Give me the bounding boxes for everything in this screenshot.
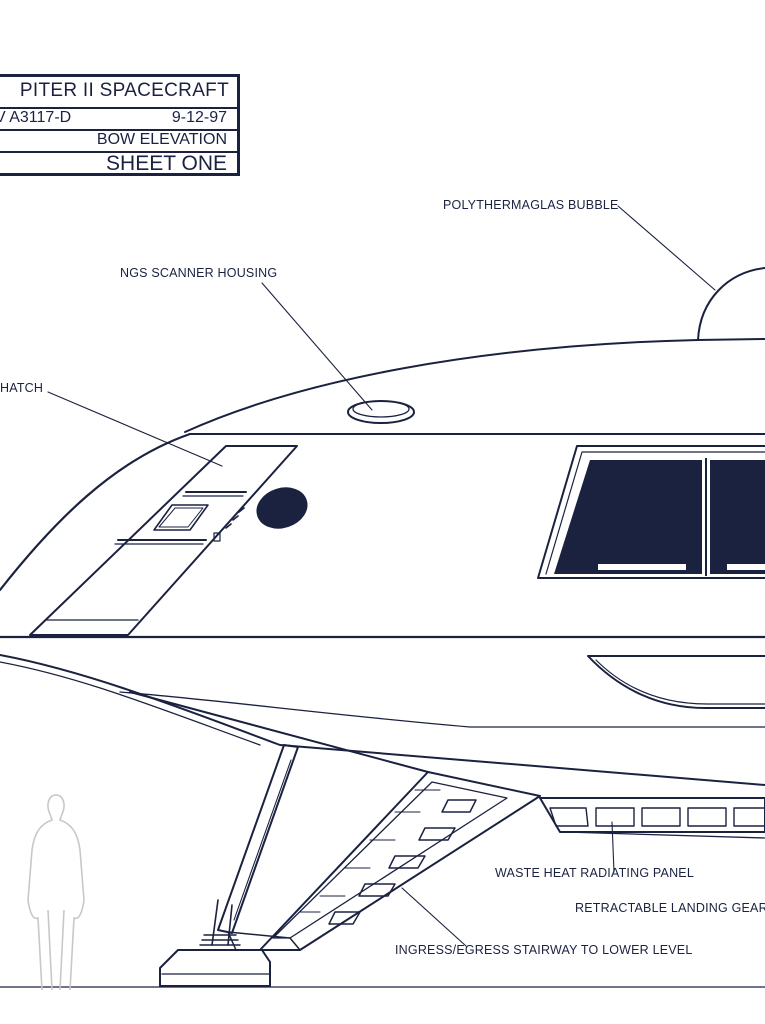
callout-leader-lines [47, 205, 716, 947]
callout-waste-heat-radiating-panel: WASTE HEAT RADIATING PANEL [495, 866, 694, 880]
lower-hull-strake [119, 691, 765, 728]
title-block-row-title: PITER II SPACECRAFT [0, 77, 237, 109]
drawing-date: 9-12-97 [171, 109, 227, 126]
main-viewport-frame-inner [545, 451, 765, 575]
landing-gear-foot-pad [159, 949, 271, 987]
landing-gear-spring [199, 934, 241, 946]
hatch-panel [29, 445, 298, 636]
title-block-row-sheet: SHEET ONE [0, 151, 237, 175]
title-block-row-view: BOW ELEVATION [0, 129, 237, 153]
polythermaglas-bubble [697, 267, 765, 341]
porthole [256, 487, 308, 529]
leader-hatch [47, 391, 223, 467]
bow-curve [0, 432, 192, 592]
lower-side-vent-inner [595, 659, 765, 705]
stairway-steps [299, 789, 477, 925]
stairway-base [227, 931, 301, 951]
ngs-scanner-housing-inner [352, 400, 410, 418]
hatch-window [153, 504, 209, 531]
landing-gear-piston [211, 899, 233, 946]
sheet-label: SHEET ONE [106, 152, 227, 175]
callout-ingress-egress-stairway: INGRESS/EGRESS STAIRWAY TO LOWER LEVEL [395, 943, 693, 957]
drawing-title: PITER II SPACECRAFT [19, 80, 229, 101]
viewport-glass [554, 458, 765, 576]
title-block: PITER II SPACECRAFT V A3117-D 9-12-97 BO… [0, 74, 240, 176]
callout-hatch: HATCH [0, 381, 44, 395]
lower-hull-band [0, 661, 261, 746]
leader-bubble [617, 205, 716, 291]
stairway-upper-line [129, 691, 429, 773]
title-block-row-number: V A3117-D 9-12-97 [0, 107, 237, 131]
leader-scanner [261, 282, 373, 411]
upper-hull-top [184, 338, 765, 433]
landing-gear-strut-inner [233, 759, 292, 921]
lower-side-vent [587, 655, 765, 709]
callout-retractable-landing-gear: RETRACTABLE LANDING GEAR [575, 901, 765, 915]
lower-hull-contour [0, 654, 765, 786]
waste-heat-radiating-panels [539, 797, 765, 839]
callout-ngs-scanner-housing: NGS SCANNER HOUSING [120, 266, 278, 280]
stairway-outer-rail [259, 771, 541, 951]
main-viewport-frame [537, 445, 765, 579]
leader-stairway [401, 887, 467, 947]
hatch-window-inner [158, 507, 204, 528]
drawing-number: V A3117-D [0, 109, 72, 126]
stairway-inner-rail [272, 781, 508, 939]
leader-radiator [611, 821, 615, 873]
human-scale-figure [27, 794, 85, 991]
hatch-indicator-lights [213, 507, 245, 542]
view-name: BOW ELEVATION [96, 131, 227, 148]
callout-polythermaglas-bubble: POLYTHERMAGLAS BUBBLE [443, 198, 619, 212]
